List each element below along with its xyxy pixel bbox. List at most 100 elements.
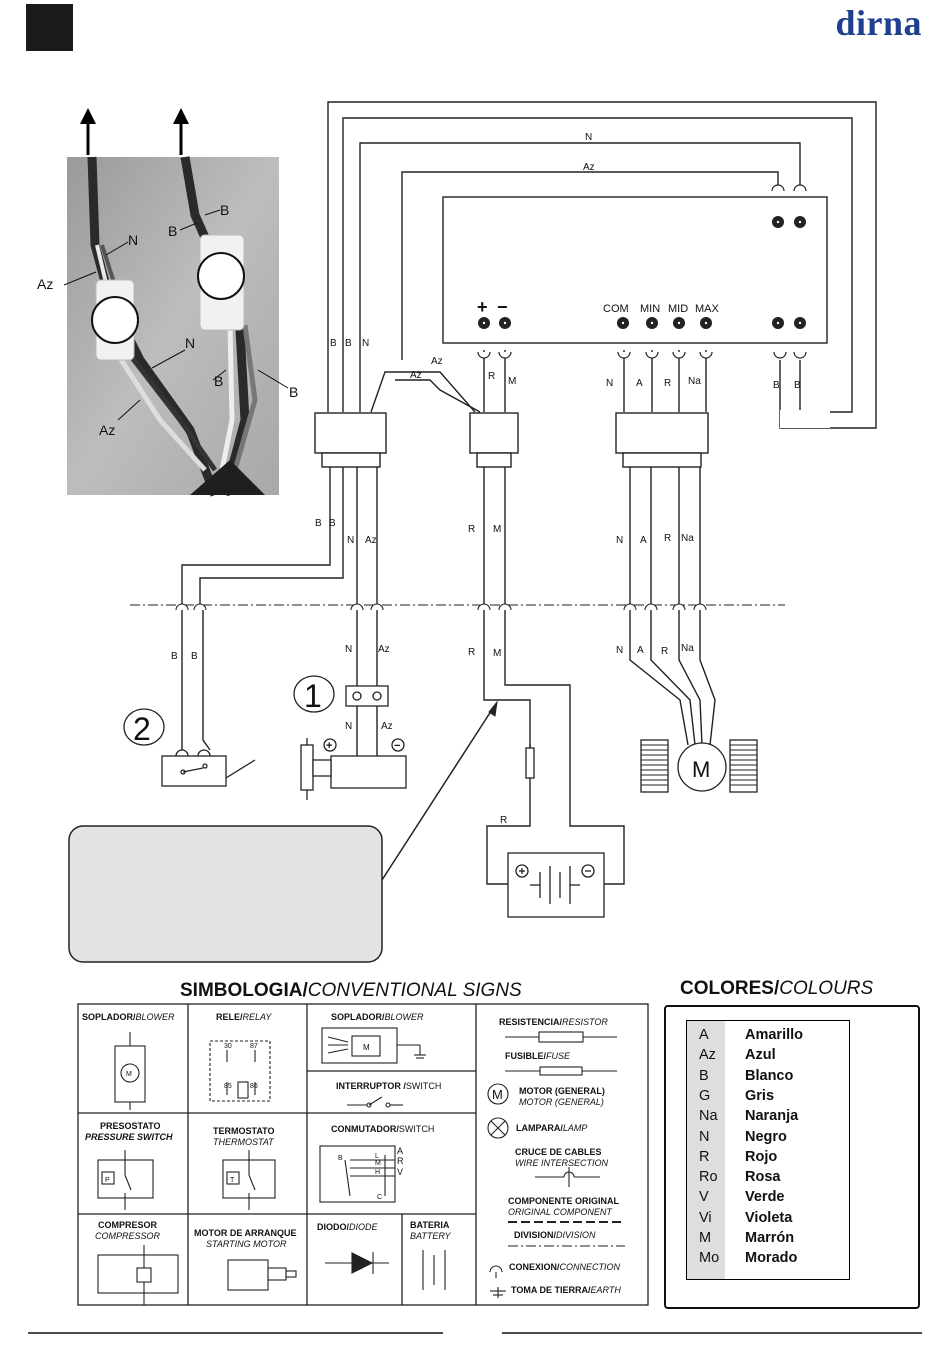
svg-text:PRESOSTATO: PRESOSTATO [100, 1121, 161, 1131]
svg-text:RESISTENCIA/RESISTOR: RESISTENCIA/RESISTOR [499, 1017, 608, 1027]
wire-label: Az [583, 162, 595, 173]
wire-label: R [664, 533, 671, 544]
colour-name: Gris [745, 1087, 775, 1104]
svg-text:CONEXION/CONNECTION: CONEXION/CONNECTION [509, 1262, 621, 1272]
wire-label: Na [688, 376, 701, 387]
svg-text:SOPLADOR/BLOWER: SOPLADOR/BLOWER [331, 1012, 424, 1022]
svg-text:+: + [326, 740, 332, 752]
brand-logo: dirna [835, 3, 922, 43]
colour-abbr: R [699, 1148, 710, 1165]
wire-label: Na [681, 643, 694, 654]
photo-label-az: Az [37, 276, 53, 292]
wire-label: R [468, 524, 475, 535]
wire-label: R [664, 378, 671, 389]
colour-name: Marrón [745, 1230, 795, 1246]
colour-row: R Rojo [687, 1149, 849, 1169]
colours-title: COLORES/COLOURS [680, 978, 874, 999]
wire-label: Az [378, 644, 390, 655]
label-2: 2 [123, 708, 165, 747]
wire-label: A [637, 645, 644, 656]
wire-label: R [661, 646, 668, 657]
wire-label: A [636, 378, 643, 389]
symbol-glyphs [97, 1027, 625, 1305]
symbols-title: SIMBOLOGIA/CONVENTIONAL SIGNS [180, 980, 522, 1001]
colour-row: Ro Rosa [687, 1169, 849, 1189]
callout-box [68, 825, 383, 963]
wire-label: Az [410, 370, 422, 381]
photo-label-b3: B [214, 373, 223, 389]
wire-label: B [345, 338, 352, 349]
svg-text:CONMUTADOR/SWITCH: CONMUTADOR/SWITCH [331, 1124, 434, 1134]
photo-label-b1: B [168, 223, 177, 239]
colour-row: N Negro [687, 1129, 849, 1149]
terminal-minus: − [497, 297, 508, 317]
wire-label: B [329, 518, 336, 529]
fan-blades [641, 744, 757, 786]
svg-text:COMPRESOR: COMPRESOR [98, 1220, 158, 1230]
colour-name: Rosa [745, 1169, 781, 1186]
svg-text:R: R [397, 1156, 404, 1166]
wire-label: N [606, 378, 613, 389]
svg-text:87: 87 [250, 1043, 258, 1050]
wire-label: B [330, 338, 337, 349]
svg-text:WIRE INTERSECTION: WIRE INTERSECTION [515, 1158, 609, 1168]
photo-label-n1: N [128, 232, 138, 248]
wire-label: R [468, 647, 475, 658]
wire-label: N [347, 535, 354, 546]
svg-text:M: M [375, 1160, 381, 1167]
wire-label: N [345, 721, 352, 732]
svg-text:TERMOSTATO: TERMOSTATO [213, 1126, 275, 1136]
svg-text:P: P [105, 1177, 110, 1184]
wire-label: B [171, 651, 178, 662]
colour-name: Naranja [745, 1108, 799, 1125]
wire-label: Na [681, 533, 694, 544]
svg-text:M: M [492, 1087, 503, 1102]
terminal-com: COM [603, 303, 629, 315]
svg-text:C: C [377, 1194, 382, 1201]
component-number-1: 1 [304, 678, 322, 714]
colour-name: Morado [745, 1250, 798, 1267]
colour-abbr: A [699, 1027, 709, 1043]
colour-abbr: Vi [699, 1209, 712, 1226]
colour-name: Azul [745, 1047, 776, 1064]
colour-abbr: B [699, 1067, 709, 1084]
component-number-2: 2 [133, 711, 151, 747]
colour-abbr: V [699, 1189, 709, 1206]
svg-text:COMPONENTE ORIGINAL: COMPONENTE ORIGINAL [508, 1196, 620, 1206]
wire-label: B [794, 380, 801, 391]
colour-abbr: Na [699, 1108, 718, 1125]
photo-label-az2: Az [99, 422, 115, 438]
up-arrows [80, 108, 189, 155]
svg-text:−: − [394, 740, 400, 752]
corner-block [26, 4, 73, 51]
svg-text:TOMA DE TIERRA/EARTH: TOMA DE TIERRA/EARTH [511, 1285, 621, 1295]
svg-text:INTERRUPTOR /SWITCH: INTERRUPTOR /SWITCH [336, 1081, 441, 1091]
wire-label: B [315, 518, 322, 529]
colour-abbr: N [699, 1128, 710, 1145]
motor-letter: M [692, 757, 710, 782]
symbols-table [77, 1003, 649, 1306]
svg-text:86: 86 [250, 1083, 258, 1090]
svg-text:RELE/RELAY: RELE/RELAY [216, 1012, 272, 1022]
colour-abbr: Ro [699, 1169, 718, 1186]
blower-motor-component [640, 739, 758, 793]
wire-label: M [493, 648, 501, 659]
starting-motor-component [300, 685, 407, 800]
label-1: 1 [293, 675, 335, 714]
terminal-min: MIN [640, 303, 660, 315]
wire-label: A [640, 535, 647, 546]
colour-name: Negro [745, 1128, 787, 1145]
svg-text:85: 85 [224, 1083, 232, 1090]
svg-text:DIVISION/DIVISION: DIVISION/DIVISION [514, 1230, 596, 1240]
wire-label: Az [431, 356, 443, 367]
battery-component [507, 744, 605, 918]
colour-row: B Blanco [687, 1068, 849, 1088]
colour-name: Blanco [745, 1067, 794, 1084]
svg-text:MOTOR (GENERAL): MOTOR (GENERAL) [519, 1097, 604, 1107]
colour-name: Rojo [745, 1148, 778, 1165]
